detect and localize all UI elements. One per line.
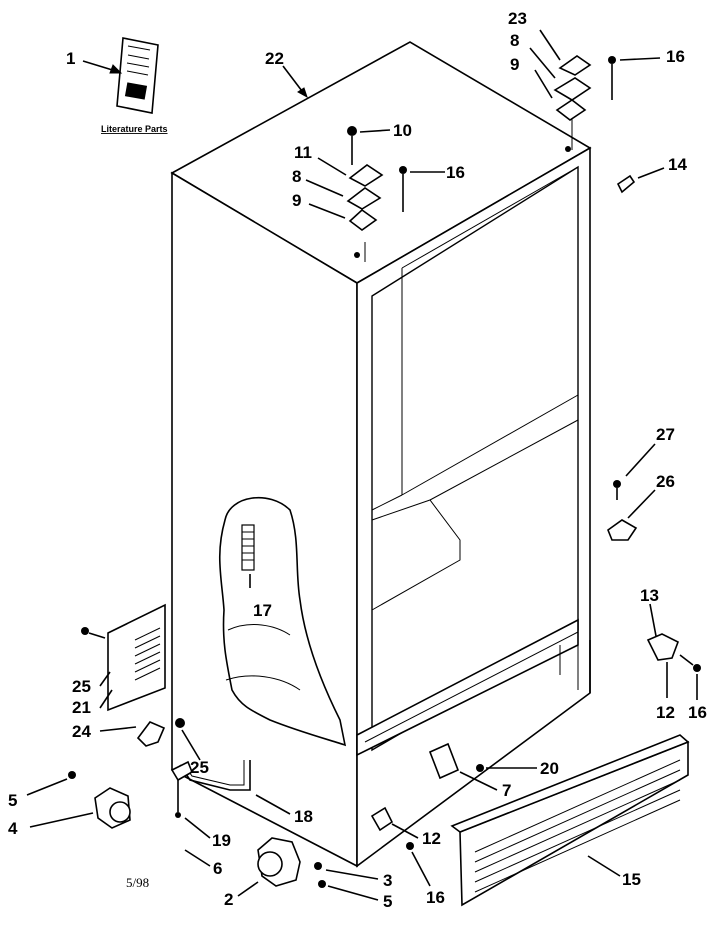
callout-10: 10 [393, 121, 412, 140]
callout-24: 24 [72, 722, 91, 741]
callout-5a: 5 [8, 791, 17, 810]
callout-8a: 8 [510, 31, 519, 50]
callout-27: 27 [656, 425, 675, 444]
callout-16d: 16 [426, 888, 445, 907]
callout-23: 23 [508, 9, 527, 28]
callout-7: 7 [502, 781, 511, 800]
callout-22: 22 [265, 49, 284, 68]
callout-9a: 9 [510, 55, 519, 74]
base-grille [450, 734, 690, 907]
cabinet-shell [170, 41, 592, 868]
caster-left [26, 771, 131, 829]
callout-6: 6 [213, 859, 222, 878]
callout-12b: 12 [422, 829, 441, 848]
callout-12a: 12 [656, 703, 675, 722]
callout-13: 13 [640, 586, 659, 605]
callout-25a: 25 [72, 677, 91, 696]
caster-bottom [237, 837, 379, 901]
bracket-7-screw-20 [428, 742, 537, 791]
callout-18: 18 [294, 807, 313, 826]
callout-26: 26 [656, 472, 675, 491]
parts-26-27 [607, 443, 656, 541]
literature-parts-booklet [82, 37, 159, 114]
parts-12-13-16-right [646, 603, 701, 700]
part-14 [616, 167, 665, 194]
callout-16a: 16 [666, 47, 685, 66]
callout-4: 4 [8, 819, 18, 838]
parts-12-16-lower [370, 806, 431, 887]
callout-16b: 16 [446, 163, 465, 182]
callout-19: 19 [212, 831, 231, 850]
left-bracket-21 [81, 603, 201, 761]
callout-16c: 16 [688, 703, 707, 722]
callout-5b: 5 [383, 892, 392, 911]
callout-21: 21 [72, 698, 91, 717]
callout-15: 15 [622, 870, 641, 889]
callout-11: 11 [294, 143, 312, 162]
callout-20: 20 [540, 759, 559, 778]
callout-3: 3 [383, 871, 392, 890]
callout-9b: 9 [292, 191, 301, 210]
callout-1: 1 [66, 49, 75, 68]
callout-17: 17 [253, 601, 272, 620]
callout-25b: 25 [190, 758, 209, 777]
tube-18-19-6 [170, 760, 291, 867]
date-code: 5/98 [126, 875, 149, 890]
callout-14: 14 [668, 155, 687, 174]
literature-parts-label: Literature Parts [101, 124, 168, 134]
callout-8b: 8 [292, 167, 301, 186]
callout-2: 2 [224, 890, 233, 909]
upper-hinge-assembly [529, 29, 661, 121]
lower-hinge-assembly [305, 126, 445, 231]
